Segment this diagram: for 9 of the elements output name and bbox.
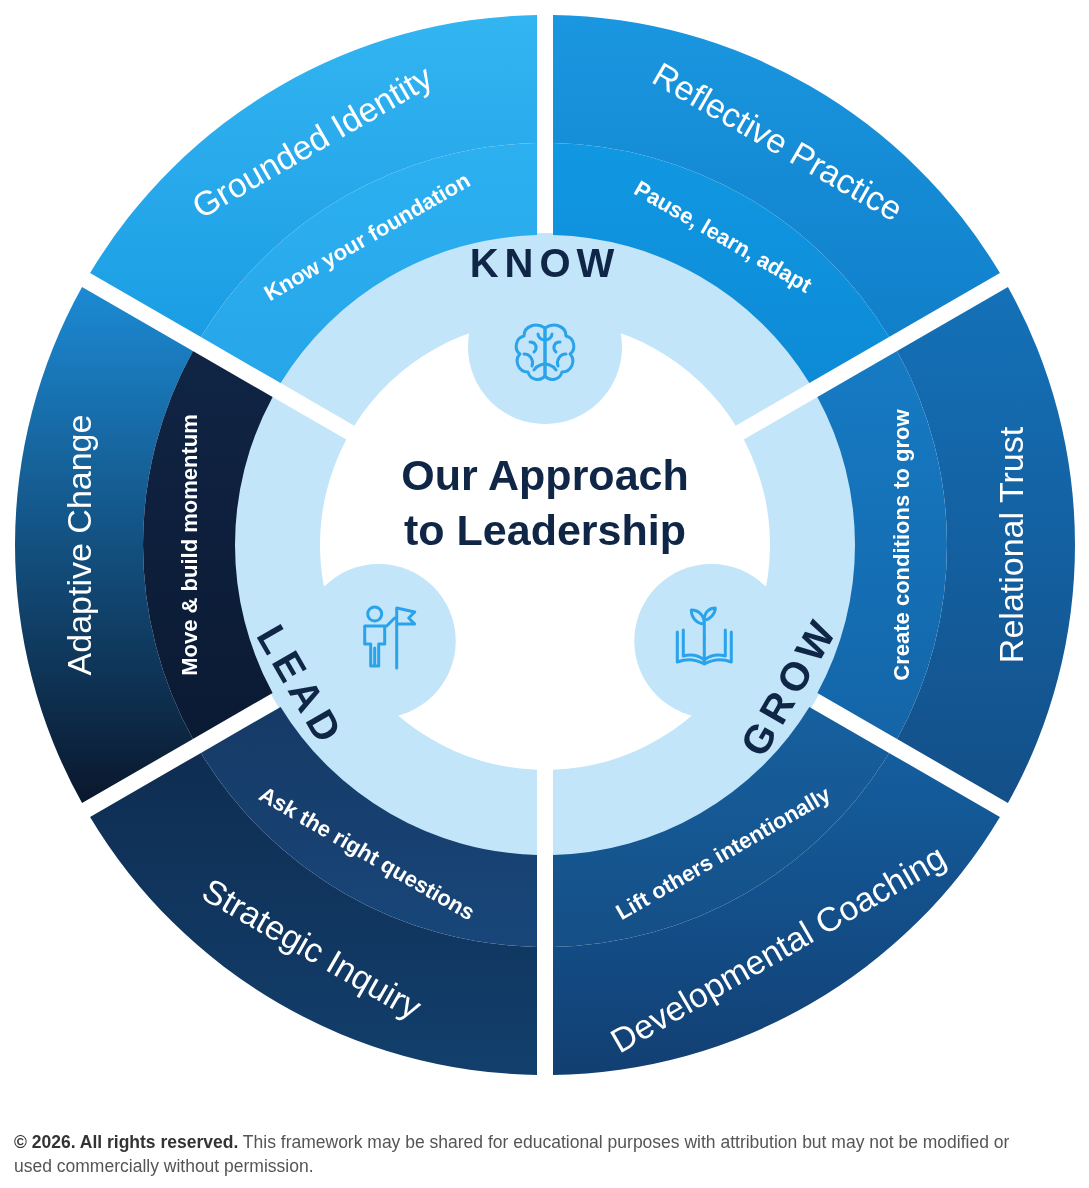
center-title: Our Approach to Leadership: [385, 448, 705, 559]
outer-ring-segment: [90, 752, 537, 1075]
segment-title: Adaptive Change: [60, 414, 98, 676]
segment-title: Relational Trust: [992, 426, 1030, 664]
outer-ring-segment: [553, 752, 1000, 1075]
ring-heading: KNOW: [469, 241, 621, 285]
copyright-notice: © 2026. All rights reserved. This framework may be shared for educational purposes with attribution but may not be modified or used commercially without permission.: [14, 1131, 1011, 1178]
segment-subtitle: Create conditions to grow: [888, 409, 914, 681]
segment-subtitle: Move & build momentum: [176, 414, 202, 676]
